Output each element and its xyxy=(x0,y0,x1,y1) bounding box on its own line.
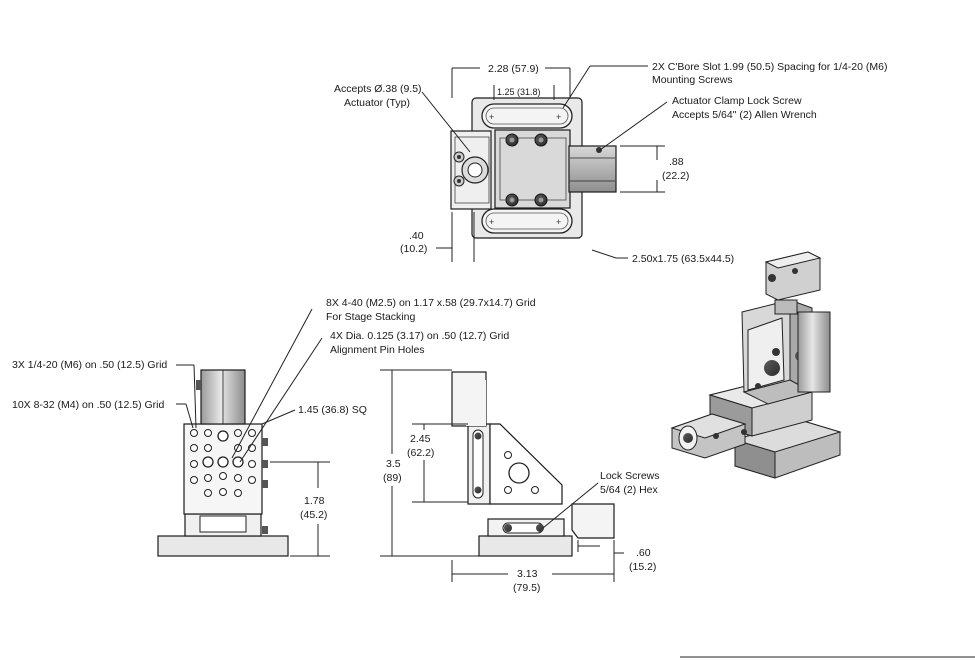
offset-mm-label: (10.2) xyxy=(400,243,427,255)
svg-text:+: + xyxy=(489,217,494,227)
side-upper-mm-label: (62.2) xyxy=(407,447,434,459)
side-offset-mm-label: (15.2) xyxy=(629,561,656,573)
pin-label-line1: 4X Dia. 0.125 (3.17) on .50 (12.7) Grid xyxy=(330,330,509,342)
top-spacing-label: 1.25 (31.8) xyxy=(497,87,541,97)
top-view: + + + + xyxy=(421,65,668,262)
cbore-label-line2: Mounting Screws xyxy=(652,74,733,86)
stacking-label-line2: For Stage Stacking xyxy=(326,311,415,323)
front-hole-grid xyxy=(190,429,256,497)
top-width-label: 2.28 (57.9) xyxy=(488,63,539,75)
side-upper-in-label: 2.45 xyxy=(410,433,431,445)
base-size-label: 2.50x1.75 (63.5x44.5) xyxy=(632,253,734,265)
grid-quarter-label: 3X 1/4-20 (M6) on .50 (12.5) Grid xyxy=(12,359,167,371)
square-size-label: 1.45 (36.8) SQ xyxy=(298,404,367,416)
actuator-label-line2: Actuator (Typ) xyxy=(344,97,410,109)
lock-label-line1: Lock Screws xyxy=(600,470,660,482)
annotations: 2.28 (57.9) 1.25 (31.8) 2X C'Bore Slot 1… xyxy=(12,61,887,594)
isometric-view xyxy=(670,251,842,479)
front-height-in-label: 1.78 xyxy=(304,495,325,507)
side-base xyxy=(478,535,573,557)
side-offset-in-label: .60 xyxy=(636,547,651,559)
front-view xyxy=(157,308,330,557)
grid-832-label: 10X 8-32 (M4) on .50 (12.5) Grid xyxy=(12,399,164,411)
side-bracket xyxy=(489,423,563,505)
svg-text:+: + xyxy=(556,112,561,122)
lock-label-line2: 5/64 (2) Hex xyxy=(600,484,659,496)
side-total-in-label: 3.5 xyxy=(386,458,401,470)
cbore-label-line1: 2X C'Bore Slot 1.99 (50.5) Spacing for 1… xyxy=(652,61,887,73)
svg-text:+: + xyxy=(556,217,561,227)
height-in-label: .88 xyxy=(669,156,684,168)
clamp-label-line2: Accepts 5/64" (2) Allen Wrench xyxy=(672,109,817,121)
pin-label-line2: Alignment Pin Holes xyxy=(330,344,425,356)
cbore-slot-top xyxy=(481,103,573,129)
cbore-slot-bottom xyxy=(481,208,573,234)
clamp-label-line1: Actuator Clamp Lock Screw xyxy=(672,95,802,107)
side-width-in-label: 3.13 xyxy=(517,568,538,580)
offset-in-label: .40 xyxy=(409,230,424,242)
side-view xyxy=(380,369,624,582)
front-base xyxy=(157,535,289,557)
actuator-label-line1: Accepts Ø.38 (9.5) xyxy=(334,83,422,95)
svg-text:+: + xyxy=(489,112,494,122)
front-height-mm-label: (45.2) xyxy=(300,509,327,521)
actuator-clamp xyxy=(568,145,617,193)
stacking-label-line1: 8X 4-40 (M2.5) on 1.17 x.58 (29.7x14.7) … xyxy=(326,297,536,309)
side-width-mm-label: (79.5) xyxy=(513,582,540,594)
side-total-mm-label: (89) xyxy=(383,472,402,484)
height-mm-label: (22.2) xyxy=(662,170,689,182)
